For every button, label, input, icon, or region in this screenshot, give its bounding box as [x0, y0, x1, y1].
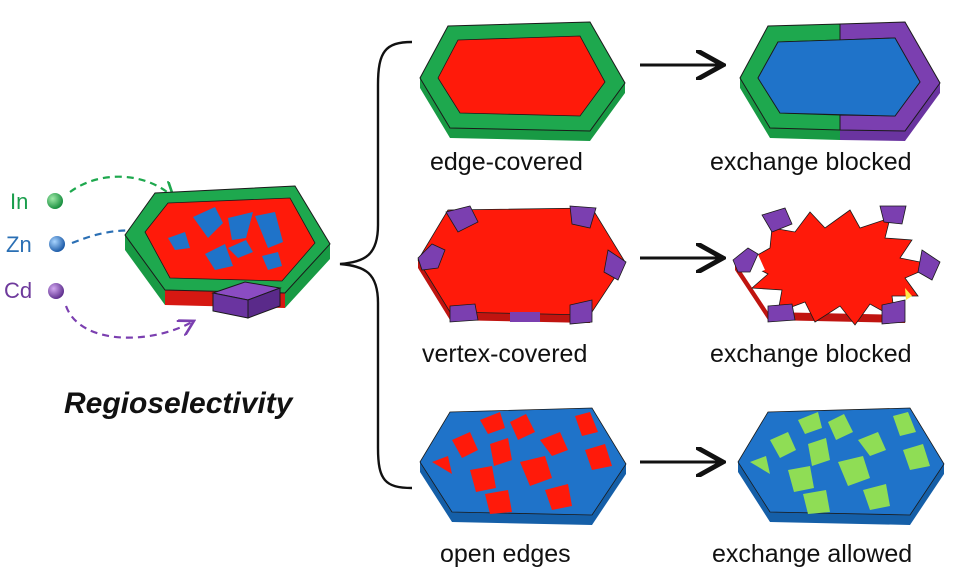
- row3-right-label: exchange allowed: [712, 540, 912, 568]
- vertex-covered-platelet-icon: [417, 205, 627, 325]
- row2-right-label: exchange blocked: [710, 340, 912, 368]
- brace-icon: [339, 40, 413, 490]
- diagram-title: Regioselectivity: [64, 387, 294, 420]
- row-vertex-covered: vertex-covered exchange blocked: [417, 205, 941, 368]
- cadmium-dashed-arrow-icon: [64, 305, 192, 339]
- vertex-covered-exchanged-platelet-icon: [732, 205, 941, 326]
- open-edges-exchanged-platelet-icon: [737, 407, 945, 525]
- row3-left-label: open edges: [440, 540, 571, 568]
- main-platelet-icon: [124, 185, 331, 319]
- element-in: In: [10, 189, 63, 214]
- row-open-edges: open edges exchange allowed: [419, 407, 945, 568]
- element-legend: In Zn Cd: [4, 175, 192, 339]
- row1-left-label: edge-covered: [430, 148, 583, 176]
- zinc-dashed-arrow-icon: [71, 230, 150, 245]
- zinc-sphere-icon: [49, 236, 65, 252]
- row1-right-label: exchange blocked: [710, 148, 912, 176]
- indium-dashed-arrow-icon: [69, 175, 172, 196]
- row2-left-label: vertex-covered: [422, 340, 587, 368]
- open-edges-platelet-icon: [419, 407, 627, 525]
- indium-sphere-icon: [47, 193, 63, 209]
- element-label-zn: Zn: [6, 232, 32, 257]
- element-label-in: In: [10, 189, 28, 214]
- cadmium-sphere-icon: [48, 283, 64, 299]
- edge-covered-platelet-icon: [419, 21, 626, 141]
- element-cd: Cd: [4, 278, 64, 303]
- edge-covered-exchanged-platelet-icon: [739, 21, 941, 141]
- row-edge-covered: edge-covered exchange blocked: [419, 21, 941, 176]
- element-zn: Zn: [6, 232, 65, 257]
- element-label-cd: Cd: [4, 278, 32, 303]
